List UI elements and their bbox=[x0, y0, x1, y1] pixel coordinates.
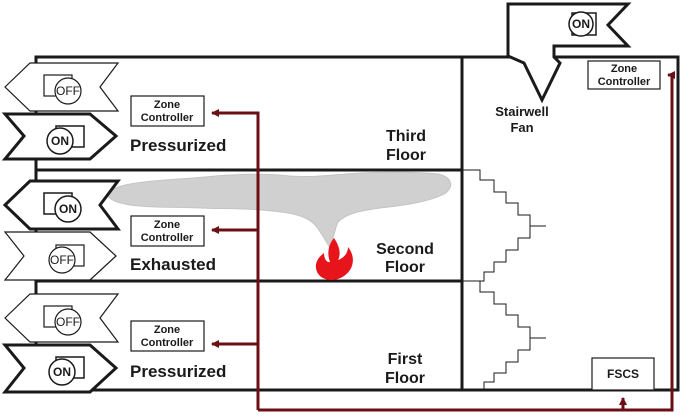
first-floor-name-line2: Floor bbox=[385, 370, 425, 387]
second-floor-name-line2: Floor bbox=[385, 259, 425, 276]
stairwell-fan: ON bbox=[506, 2, 632, 104]
wire-third-floor bbox=[211, 109, 260, 410]
stairwell-stairs bbox=[462, 169, 546, 390]
zone-controller-line1: Zone bbox=[611, 63, 637, 75]
control-wiring bbox=[211, 71, 675, 412]
zone-controller-line1: Zone bbox=[154, 219, 180, 231]
fan-icon: ON bbox=[46, 125, 85, 155]
fan-icon: OFF bbox=[43, 305, 82, 336]
zone-controller-line2: Controller bbox=[141, 232, 194, 244]
first-floor-name-line1: First bbox=[388, 351, 423, 368]
fscs-panel: FSCS bbox=[591, 357, 655, 391]
third-floor-name-line2: Floor bbox=[386, 147, 426, 164]
zone-controller-line1: Zone bbox=[154, 99, 180, 111]
fan-first-exhaust: ON bbox=[1, 343, 119, 394]
first-floor-mode: Pressurized bbox=[130, 362, 226, 381]
second-floor-mode: Exhausted bbox=[130, 255, 216, 274]
stairwell-label-line2: Fan bbox=[510, 120, 533, 135]
third-floor-mode: Pressurized bbox=[130, 136, 226, 155]
zone-controller-line2: Controller bbox=[141, 112, 194, 124]
fan-state-label: ON bbox=[59, 202, 77, 216]
fan-icon: ON bbox=[48, 356, 85, 386]
fan-second-exhaust: OFF bbox=[3, 231, 117, 281]
stairwell-label-line1: Stairwell bbox=[495, 104, 548, 119]
fan-state-label: OFF bbox=[50, 253, 74, 267]
fan-icon: ON bbox=[43, 192, 82, 223]
fire-icon bbox=[315, 238, 353, 280]
fan-icon: OFF bbox=[48, 244, 85, 274]
fan-third-supply: OFF bbox=[4, 62, 120, 112]
fan-third-exhaust: ON bbox=[1, 112, 119, 161]
zone-controller-second: Zone Controller bbox=[130, 215, 205, 247]
second-floor-name-line1: Second bbox=[376, 241, 434, 258]
stairwell-fan-state: ON bbox=[572, 17, 590, 31]
zone-controller-first: Zone Controller bbox=[130, 320, 205, 352]
wire-stairwell bbox=[258, 71, 675, 412]
third-floor-name-line1: Third bbox=[386, 128, 426, 145]
zone-controller-third: Zone Controller bbox=[130, 95, 205, 127]
zone-controller-line2: Controller bbox=[141, 337, 194, 349]
stairwell-fan-icon: ON bbox=[568, 11, 597, 37]
zone-controller-line2: Controller bbox=[598, 76, 651, 88]
smoke-cloud bbox=[107, 171, 452, 250]
zone-controller-line1: Zone bbox=[154, 324, 180, 336]
fan-state-label: OFF bbox=[56, 315, 80, 329]
fan-first-supply: OFF bbox=[4, 293, 120, 343]
fan-state-label: ON bbox=[53, 365, 71, 379]
fan-icon: OFF bbox=[43, 74, 82, 105]
zone-controller-stairwell: Zone Controller bbox=[587, 60, 661, 90]
fscs-label: FSCS bbox=[607, 367, 639, 381]
fan-state-label: ON bbox=[51, 134, 69, 148]
fan-state-label: OFF bbox=[56, 84, 80, 98]
fan-second-supply: ON bbox=[2, 179, 121, 231]
